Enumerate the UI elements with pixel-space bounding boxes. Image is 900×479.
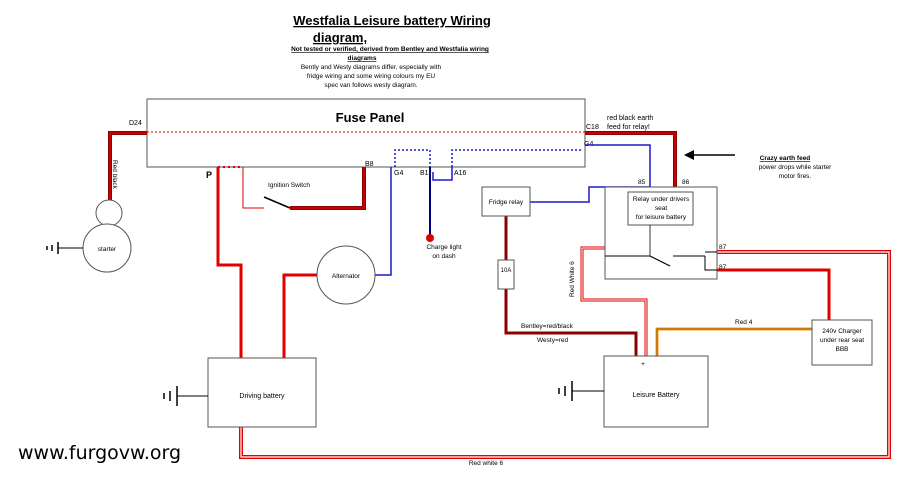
- relay-pin-86: 86: [682, 179, 690, 186]
- charge-light-label2: on dash: [432, 253, 456, 260]
- fuse-panel: [146, 98, 586, 168]
- wire-c18-relay86: [585, 131, 677, 187]
- fridge-relay-box: [481, 186, 531, 217]
- label-bentley: Bentley=red/black: [521, 323, 574, 330]
- pin-g4: G4: [394, 170, 403, 177]
- label-red-black-earth2: feed for relay!: [607, 124, 650, 131]
- crazy-earth-title: Crazy earth feed: [760, 155, 811, 162]
- ignition-switch-lever: [263, 196, 291, 209]
- arrow-icon: [684, 150, 735, 160]
- label-red4: Red 4: [735, 319, 753, 326]
- relay-label3: for leisure battery: [636, 214, 687, 221]
- relay-coil-box: [627, 191, 694, 226]
- driving-battery-box: [207, 357, 317, 428]
- title-line2: diagram,: [313, 30, 367, 45]
- pin-b1: B1: [420, 170, 429, 177]
- wire-d24-starter-core: [109, 132, 147, 200]
- charger-box: [811, 319, 873, 366]
- wire-charger-leisure: [655, 327, 812, 356]
- starter-ground-icon: [46, 242, 83, 254]
- leisure-battery-box: [603, 355, 709, 428]
- wire-g4-right: [585, 144, 651, 187]
- wire-87-red-white-loop-inner: [240, 251, 890, 458]
- alternator-label: Alternator: [332, 273, 361, 280]
- fuse-10a-box: [497, 259, 515, 290]
- wire-red-white-relay-inner: [581, 247, 647, 356]
- charger-label1: 240v Charger: [822, 328, 862, 335]
- relay-contact-icon: [605, 225, 717, 271]
- relay-label2: seat: [655, 205, 667, 212]
- pin-c18: C18: [586, 124, 599, 131]
- note-line2: fridge wiring and some wiring colours my…: [307, 73, 436, 80]
- pin-d24: D24: [129, 120, 142, 127]
- charge-light-label1: Charge light: [426, 244, 461, 251]
- pin-a16: A16: [454, 170, 467, 177]
- ignition-switch-label: Ignition Switch: [268, 182, 310, 189]
- leisure-battery-ground-icon: [558, 381, 604, 401]
- charger-label3: BBB: [835, 346, 848, 353]
- watermark: www.furgovw.org: [18, 442, 181, 464]
- wire-p-ignition: [242, 167, 264, 209]
- note-line1: Bently and Westy diagrams differ, especi…: [301, 64, 442, 71]
- starter-solenoid-icon: [95, 199, 123, 227]
- leisure-battery-plus: +: [641, 361, 645, 368]
- charger-label2: under rear seat: [820, 337, 864, 344]
- label-red-black-earth1: red black earth: [607, 115, 653, 122]
- wire-p-driving-battery: [216, 167, 243, 358]
- relay-pin-87a: 87: [719, 244, 727, 251]
- leisure-battery-label: Leisure Battery: [632, 392, 680, 399]
- fuse-panel-label: Fuse Panel: [336, 110, 405, 125]
- wire-alternator-g4: [375, 167, 392, 276]
- subtitle-line2: diagrams: [348, 55, 377, 62]
- wire-b1-a16: [432, 167, 453, 181]
- pin-b8: B8: [365, 161, 374, 168]
- wire-ignition-b8-core: [290, 167, 365, 209]
- fridge-relay-label: Fridge relay: [489, 199, 524, 206]
- starter-label: starter: [98, 246, 117, 253]
- wire-charger-leisure-core: [656, 328, 812, 356]
- title-line1: Westfalia Leisure battery Wiring: [293, 13, 491, 28]
- relay-pin-87b: 87: [719, 264, 727, 271]
- fuse-10a-label: 10A: [501, 268, 512, 274]
- alternator-icon: [316, 245, 376, 305]
- wire-blue-dotted-a16: [451, 149, 582, 167]
- wire-c18-relay86-core: [585, 132, 676, 187]
- crazy-earth-line2: motor fires.: [779, 173, 812, 180]
- label-westy: Westy=red: [537, 337, 569, 344]
- label-red-white-vertical: Red White 6: [569, 261, 576, 297]
- driving-battery-label: Driving battery: [239, 393, 285, 400]
- relay-pin-85: 85: [638, 179, 646, 186]
- label-red-white-bottom: Red white 6: [469, 460, 504, 467]
- note-line3: spec van follows westy diagram.: [324, 82, 417, 89]
- relay-label1: Relay under drivers: [633, 196, 690, 203]
- wire-87-charger: [717, 268, 831, 320]
- pin-p: P: [206, 170, 212, 180]
- label-red-black-vertical: Red black: [111, 160, 118, 190]
- wire-blue-dotted-loop: [394, 149, 431, 167]
- charge-light-icon: [426, 234, 434, 242]
- crazy-earth-line1: power drops while starter: [759, 164, 832, 171]
- subtitle-line1: Not tested or verified, derived from Ben…: [291, 46, 489, 53]
- driving-battery-ground-icon: [163, 386, 208, 406]
- wire-alternator-battery: [282, 273, 318, 358]
- wire-fuse-leisure: [504, 289, 638, 356]
